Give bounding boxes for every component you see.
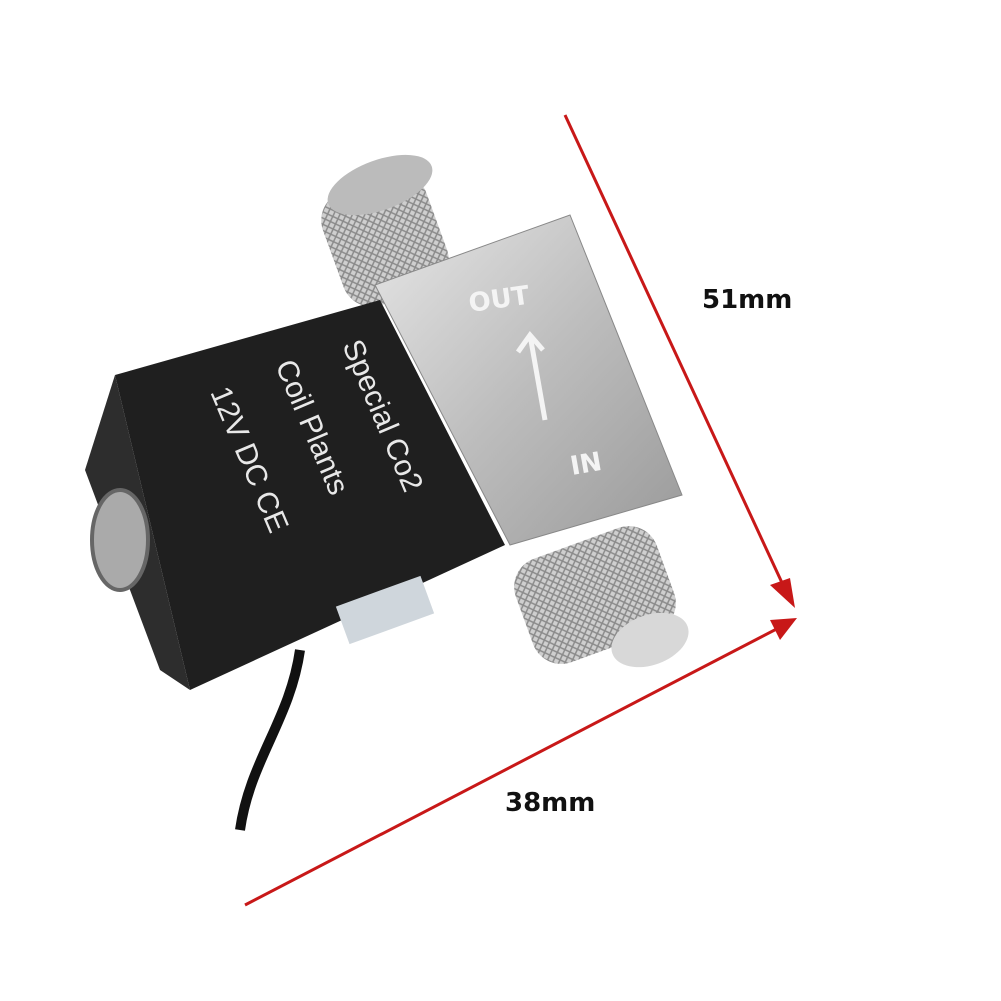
width-dimension-arrow [244,618,797,907]
height-dimension-arrow [563,114,795,608]
bottom-knurled-nut [514,526,689,668]
solenoid-coil [85,300,505,690]
coil-nut [90,488,150,592]
valve-body [374,214,683,546]
height-dimension-label: 51mm [702,285,793,315]
flow-arrow-icon [515,330,548,421]
cable [235,649,305,831]
width-dimension-label: 38mm [505,788,596,818]
flow-in-label: IN [568,447,604,482]
